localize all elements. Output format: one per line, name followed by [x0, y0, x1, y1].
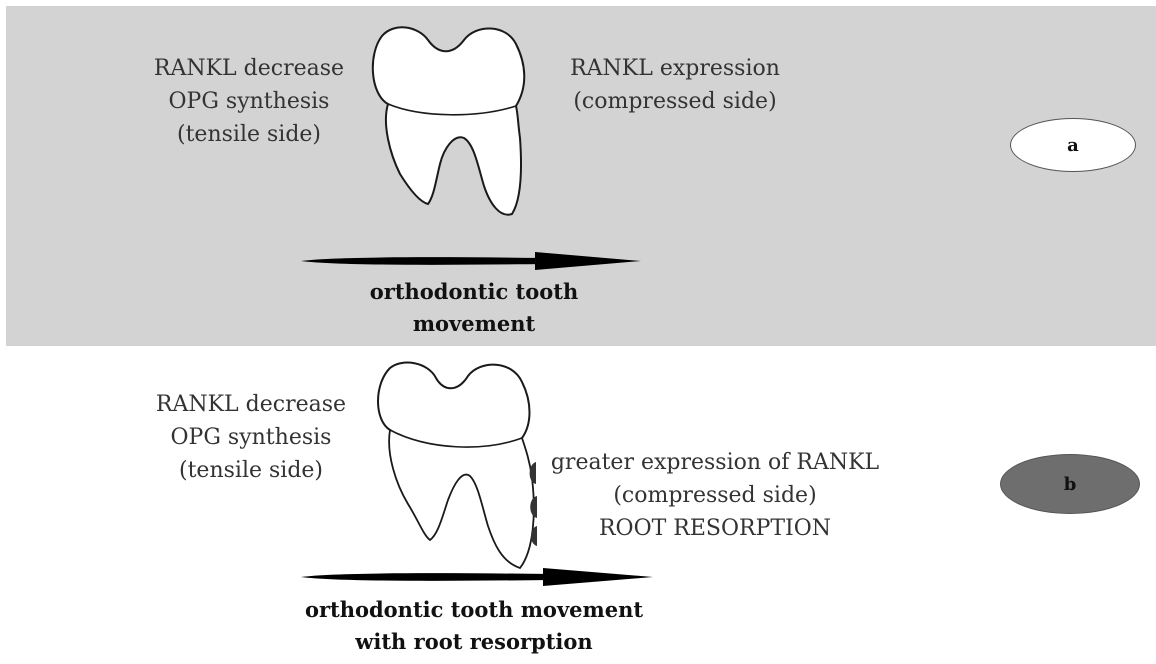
panel-b-tensile-line-1: RANKL decrease [136, 388, 366, 421]
panel-b-caption-line-1: orthodontic tooth movement [274, 594, 674, 626]
right-arrow-icon [299, 566, 655, 588]
arrow-head [535, 252, 641, 270]
panel-b-compressed-label: greater expression of RANKL (compressed … [550, 446, 880, 545]
panel-b-badge: b [1000, 454, 1140, 514]
panel-b-compressed-line-1: greater expression of RANKL [550, 446, 880, 479]
molar-tooth-icon [366, 20, 536, 228]
right-arrow-icon [299, 250, 643, 272]
panel-a-tensile-label: RANKL decrease OPG synthesis (tensile si… [134, 52, 364, 151]
arrow-head [543, 568, 653, 586]
panel-a-compressed-label: RANKL expression (compressed side) [550, 52, 800, 118]
panel-a-compressed-line-2: (compressed side) [550, 85, 800, 118]
arrow-shaft [301, 573, 553, 581]
molar-tooth-icon [372, 358, 548, 572]
tooth-root [389, 430, 534, 568]
arrow-shaft [301, 257, 545, 265]
panel-a-tensile-line-1: RANKL decrease [134, 52, 364, 85]
panel-a-caption: orthodontic tooth movement [324, 276, 624, 340]
panel-a-badge: a [1010, 118, 1136, 172]
tooth-crown [373, 27, 524, 116]
panel-b-caption-line-2: with root resorption [274, 626, 674, 658]
panel-a-tensile-line-2: OPG synthesis [134, 85, 364, 118]
tooth-root [386, 104, 521, 215]
panel-a-tensile-line-3: (tensile side) [134, 118, 364, 151]
panel-a-caption-line-2: movement [324, 308, 624, 340]
panel-b-compressed-line-3: ROOT RESORPTION [550, 512, 880, 545]
panel-b-compressed-line-2: (compressed side) [550, 479, 880, 512]
panel-a-compressed-line-1: RANKL expression [550, 52, 800, 85]
panel-a: RANKL decrease OPG synthesis (tensile si… [6, 6, 1156, 346]
panel-a-caption-line-1: orthodontic tooth [324, 276, 624, 308]
panel-b-tensile-line-3: (tensile side) [136, 454, 366, 487]
panel-b-tensile-line-2: OPG synthesis [136, 421, 366, 454]
panel-b: RANKL decrease OPG synthesis (tensile si… [6, 346, 1156, 664]
panel-b-caption: orthodontic tooth movement with root res… [274, 594, 674, 658]
panel-b-tensile-label: RANKL decrease OPG synthesis (tensile si… [136, 388, 366, 487]
